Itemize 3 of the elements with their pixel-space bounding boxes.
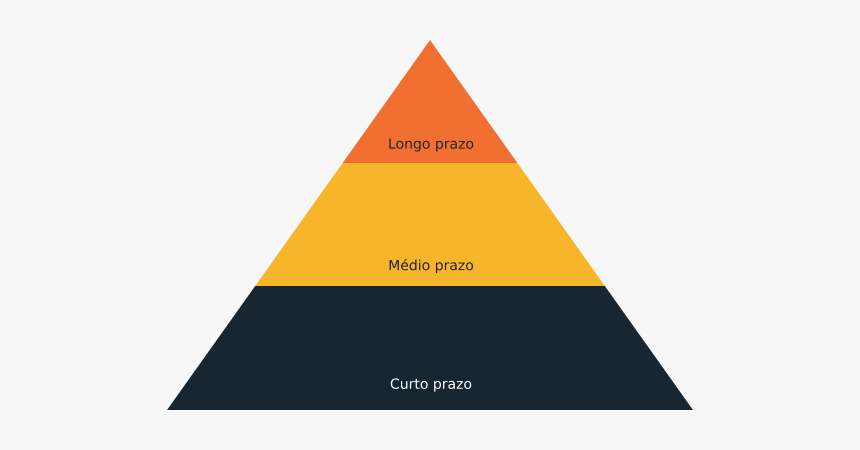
pyramid-layer: Longo prazo	[342, 40, 518, 163]
pyramid-layer: Curto prazo	[167, 286, 693, 410]
pyramid-layer: Médio prazo	[255, 163, 605, 286]
